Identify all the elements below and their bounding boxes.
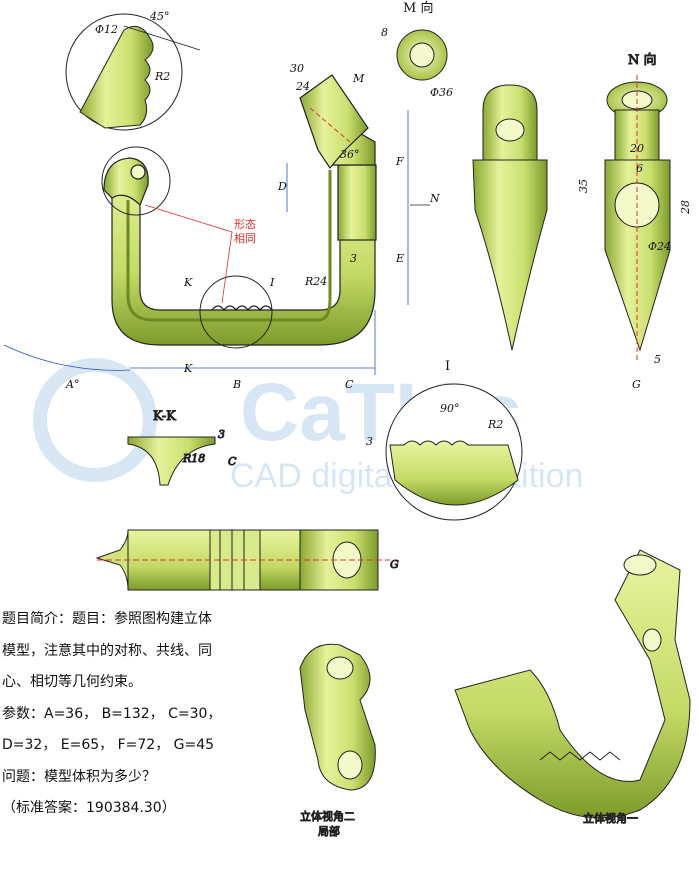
dim-d: D bbox=[277, 180, 287, 193]
n-view-label: N 向 bbox=[628, 52, 657, 68]
dim-d36: Φ36 bbox=[430, 86, 453, 99]
dim-d12: Φ12 bbox=[95, 23, 118, 36]
dim-n: N bbox=[429, 192, 440, 205]
dim-c2: C bbox=[228, 455, 237, 468]
m-view-label: M 向 bbox=[403, 0, 433, 16]
iso-view-1: 立体视角一 bbox=[454, 549, 691, 826]
top-view: G bbox=[95, 529, 400, 591]
zoom-detail: Φ12 45° R2 bbox=[65, 10, 201, 131]
dim-24: 24 bbox=[295, 80, 310, 93]
m-view: M 向 8 Φ36 bbox=[381, 0, 453, 99]
dim-20: 20 bbox=[629, 142, 644, 155]
dim-m: M bbox=[352, 72, 365, 85]
problem-text: 题目简介：题目：参照图构建立体 模型，注意其中的对称、共线、同 心、相切等几何约… bbox=[2, 604, 302, 825]
problem-line-2: 模型，注意其中的对称、共线、同 bbox=[2, 642, 212, 659]
dim-r18: R18 bbox=[182, 452, 205, 465]
problem-line-1: 题目简介：题目：参照图构建立体 bbox=[2, 611, 212, 627]
dim-a36: 36° bbox=[340, 148, 360, 161]
dim-r2: R2 bbox=[154, 70, 170, 83]
dim-i: I bbox=[269, 276, 275, 289]
dim-f: F bbox=[395, 155, 404, 168]
detail-circle-i bbox=[199, 275, 273, 349]
dim-3c: 3 bbox=[218, 428, 225, 441]
dim-8: 8 bbox=[381, 26, 388, 39]
kk-section: K-K R18 3 C bbox=[127, 409, 238, 486]
shape-same-line2: 相同 bbox=[234, 232, 256, 245]
n-view: N 向 bbox=[604, 52, 671, 360]
detail-i: I 90° 3 R2 bbox=[366, 359, 523, 521]
dim-a: A° bbox=[65, 378, 79, 391]
dim-3b: 3 bbox=[366, 435, 373, 448]
problem-line-4: 参数：A=36， B=132， C=30， bbox=[2, 705, 222, 722]
dim-30: 30 bbox=[290, 62, 304, 75]
dim-k1: K bbox=[183, 276, 193, 289]
dim-35: 35 bbox=[577, 179, 590, 193]
problem-line-3: 心、相切等几何约束。 bbox=[2, 674, 142, 690]
dim-k2: K bbox=[183, 362, 193, 375]
caption-view2-line2: 局部 bbox=[318, 824, 340, 838]
detail-i-label: I bbox=[445, 359, 450, 374]
caption-view1: 立体视角一 bbox=[583, 811, 638, 825]
shape-same-line1: 形态 bbox=[234, 218, 256, 231]
problem-line-5: D=32， E=65， F=72， G=45 bbox=[2, 737, 215, 753]
dim-d24b: Φ24 bbox=[648, 240, 671, 253]
caption-view2-line1: 立体视角二 bbox=[300, 809, 355, 823]
problem-line-6: 问题：模型体积为多少？ bbox=[2, 768, 156, 785]
kk-label: K-K bbox=[153, 409, 176, 424]
problem-line-7: （标准答案：190384.30） bbox=[2, 800, 176, 816]
dim-a45: 45° bbox=[149, 10, 170, 23]
dim-3: 3 bbox=[350, 252, 357, 265]
dim-r2b: R2 bbox=[487, 418, 503, 431]
dim-g: G bbox=[632, 378, 641, 391]
side-view bbox=[472, 84, 548, 351]
iso-view-2: 立体视角二 局部 bbox=[299, 643, 376, 839]
dim-a90: 90° bbox=[440, 402, 460, 415]
dim-28: 28 bbox=[679, 200, 692, 215]
dim-5: 5 bbox=[654, 353, 661, 366]
dim-g2: G bbox=[390, 558, 399, 571]
dim-e: E bbox=[395, 252, 404, 265]
dim-6: 6 bbox=[636, 162, 643, 175]
detail-circle-top bbox=[101, 146, 171, 216]
front-dimensions bbox=[3, 110, 430, 375]
dim-c: C bbox=[345, 378, 354, 391]
shape-same-annotation: 形态 相同 bbox=[144, 204, 256, 304]
dim-b: B bbox=[232, 378, 241, 391]
dim-r24: R24 bbox=[304, 275, 327, 288]
front-view bbox=[103, 74, 377, 346]
